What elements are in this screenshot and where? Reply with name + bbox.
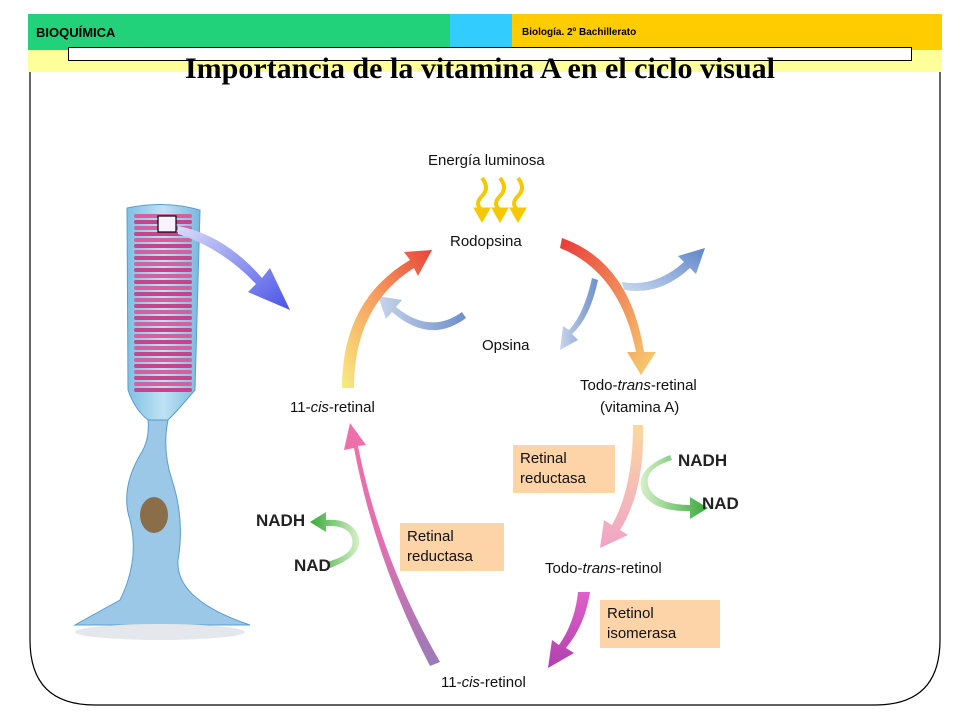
rod-disc (134, 364, 192, 368)
all-trans-retinol-label: Todo-trans-retinol (545, 560, 662, 577)
arrow-retinal-to-rhodopsin (342, 250, 432, 388)
arrow-release (622, 248, 705, 292)
header-course-bar (512, 14, 942, 50)
rod-disc (134, 370, 192, 374)
subject-label: BIOQUÍMICA (36, 25, 116, 40)
page-title: Importancia de la vitamina A en el ciclo… (185, 52, 775, 85)
energy-label: Energía luminosa (428, 152, 545, 169)
rod-disc (134, 292, 192, 296)
rod-disc (134, 304, 192, 308)
rod-disc (134, 286, 192, 290)
zoom-arrow (178, 226, 290, 310)
rod-disc (134, 310, 192, 314)
rod-disc (134, 346, 192, 350)
rod-disc (134, 382, 192, 386)
rod-disc (134, 352, 192, 356)
cofactor-arrow-left (310, 512, 360, 568)
arrow-opsin-recycle (378, 296, 466, 331)
header-accent-bar (450, 14, 512, 50)
arrow-retinol-to-cis-retinal (344, 423, 440, 666)
light-energy-icon (473, 176, 527, 224)
rod-disc (134, 328, 192, 332)
rod-disc (134, 358, 192, 362)
rod-disc (134, 388, 192, 392)
rod-disc (134, 256, 192, 260)
arrow-to-opsin (560, 278, 598, 350)
header-rule-box (68, 47, 912, 61)
rod-disc (134, 340, 192, 344)
arrow-isomerization (548, 592, 590, 668)
slide-frame (29, 72, 941, 706)
rod-disc (134, 268, 192, 272)
rod-disc (134, 274, 192, 278)
rod-disc (134, 334, 192, 338)
rod-disc (134, 316, 192, 320)
rod-disc (134, 298, 192, 302)
rod-disc (134, 376, 192, 380)
cofactor-nadh-left: NADH (256, 511, 306, 530)
rod-disc (134, 322, 192, 326)
vitamin-a-label: (vitamina A) (600, 399, 680, 416)
opsin-label: Opsina (482, 337, 530, 354)
course-label: Biología. 2º Bachillerato (522, 27, 637, 38)
all-trans-retinal-label: Todo-trans-retinal (580, 377, 697, 394)
rod-disc (134, 280, 192, 284)
rod-cell-illustration (73, 203, 251, 640)
arrow-rhodopsin-to-retinal (560, 238, 656, 375)
rod-selection-box (157, 215, 177, 233)
cofactor-nadh-right: NADH (678, 451, 728, 470)
cofactor-nad-left: NAD (294, 556, 331, 575)
cis-retinol-label: 11-cis-retinol (441, 674, 526, 691)
rod-disc (134, 262, 192, 266)
rod-disc (134, 232, 192, 236)
rod-disc (134, 250, 192, 254)
header-subject-bar (28, 14, 450, 50)
rod-disc (134, 238, 192, 242)
rhodopsin-label: Rodopsina (450, 233, 522, 250)
cis-retinal-label: 11-cis-retinal (290, 399, 375, 416)
cofactor-nad-right: NAD (702, 494, 739, 513)
rod-disc (134, 244, 192, 248)
arrow-retinal-to-retinol (600, 425, 644, 548)
cofactor-arrow-right (640, 455, 708, 519)
